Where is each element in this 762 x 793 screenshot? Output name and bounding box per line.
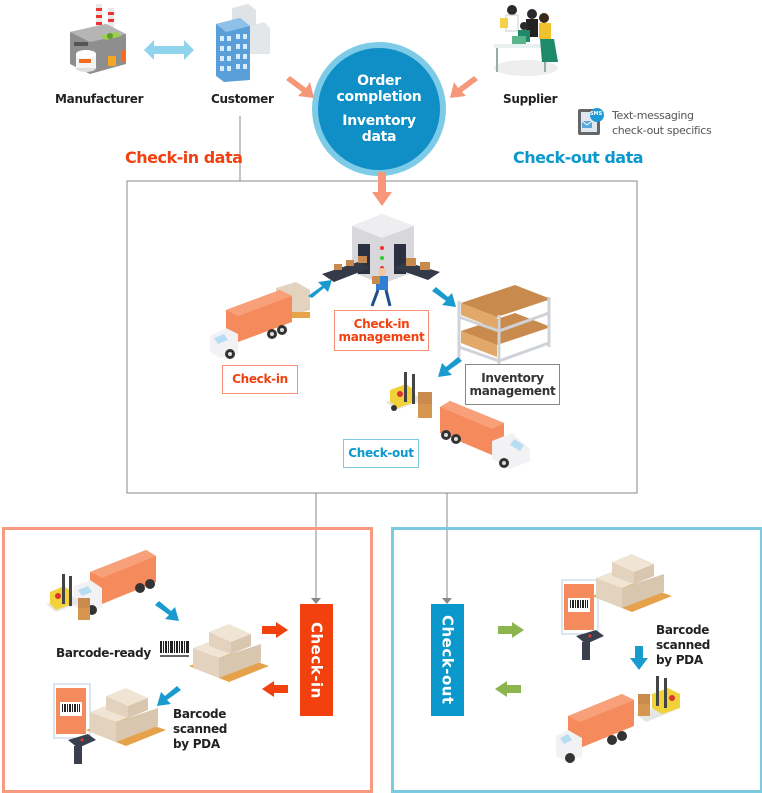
- truck-forklift-loading-icon: [556, 676, 680, 763]
- checkout-scanned-line2: scanned: [656, 638, 711, 652]
- hub-down-arrow-icon: [372, 172, 392, 206]
- flow-arrow-icon: [155, 601, 179, 621]
- checkin-connector-arrowhead: [311, 598, 321, 604]
- flow-arrow-icon: [438, 357, 462, 377]
- inventory-management-line1: Inventory: [481, 370, 544, 385]
- bidirectional-arrow-icon: [144, 40, 194, 60]
- hub-line-completion: completion: [336, 89, 422, 105]
- hub-line-inventory: Inventory: [342, 113, 416, 129]
- building-icon: [216, 4, 270, 82]
- factory-icon: [70, 4, 126, 74]
- hub-line-data: data: [361, 129, 397, 145]
- to-scan-arrow-icon: [498, 622, 524, 638]
- checkin-bar-label: Check-in: [307, 621, 326, 699]
- supplier-label: Supplier: [503, 92, 558, 106]
- checkout-label: Check-out: [348, 446, 414, 460]
- checkin-data-heading: Check-in data: [125, 148, 243, 167]
- checkout-scanned-line1: Barcode: [656, 623, 710, 637]
- sms-note-line1: Text-messaging: [612, 109, 694, 122]
- pallet-boxes-icon: [189, 624, 269, 682]
- inventory-management-box: Inventory management: [465, 364, 560, 405]
- checkin-management-box: Check-in management: [334, 310, 429, 351]
- scanning-gate-icon: [322, 214, 440, 307]
- checkin-scanned-line3: by PDA: [173, 737, 220, 751]
- pda-scanner-icon: [561, 579, 604, 660]
- to-checkin-arrow-icon: [262, 622, 288, 638]
- checkout-scanned-line3: by PDA: [656, 653, 703, 667]
- checkin-management-line1: Check-in: [353, 316, 410, 331]
- supplier-to-hub-arrow-icon: [450, 76, 478, 98]
- order-inventory-hub: Order completion Inventory data: [318, 48, 440, 170]
- checkin-label: Check-in: [232, 372, 288, 386]
- back-to-checkout-arrow-icon: [495, 681, 521, 697]
- checkin-management-line2: management: [338, 329, 425, 344]
- flow-arrow-icon: [308, 280, 332, 298]
- checkin-label-box: Check-in: [222, 365, 298, 394]
- checkin-truck-icon: [210, 282, 310, 359]
- checkout-bar-label: Check-out: [438, 615, 457, 705]
- pallet-boxes-icon: [592, 554, 672, 612]
- checkin-scanned-line1: Barcode: [173, 707, 227, 721]
- pallet-boxes-icon: [86, 688, 166, 746]
- sms-badge: SMS: [590, 111, 603, 117]
- flow-arrow-icon: [157, 686, 181, 706]
- checkin-bar: Check-in: [300, 604, 333, 716]
- flow-arrow-icon: [432, 287, 456, 307]
- from-checkin-arrow-icon: [262, 681, 288, 697]
- barcode-icon: [160, 641, 189, 657]
- checkout-panel: [391, 527, 762, 793]
- sms-phone-icon: [578, 108, 604, 135]
- checkout-truck-icon: [440, 401, 530, 469]
- checkout-scanned-label: Barcode scanned by PDA: [656, 623, 710, 668]
- sms-note-text: Text-messaging check-out specifics: [612, 108, 712, 138]
- hub-line-order: Order: [357, 73, 401, 89]
- checkout-label-box: Check-out: [343, 439, 419, 468]
- down-arrow-icon: [630, 646, 648, 670]
- storage-rack-icon: [457, 285, 551, 365]
- inventory-management-line2: management: [469, 383, 556, 398]
- forklift-truck-loading-icon: [46, 550, 156, 620]
- sms-note-line2: check-out specifics: [612, 124, 712, 137]
- supplier-team-icon: [494, 5, 558, 76]
- checkout-data-heading: Check-out data: [513, 148, 644, 167]
- manufacturer-label: Manufacturer: [55, 92, 144, 106]
- checkout-bar: Check-out: [431, 604, 464, 716]
- pda-scanner-icon: [53, 683, 96, 764]
- checkin-scanned-label: Barcode scanned by PDA: [173, 707, 227, 752]
- forklift-icon: [386, 372, 432, 418]
- customer-label: Customer: [211, 92, 274, 106]
- checkout-connector-arrowhead: [442, 598, 452, 604]
- checkin-scanned-line2: scanned: [173, 722, 228, 736]
- checkin-panel: [2, 527, 373, 793]
- customer-to-hub-arrow-icon: [286, 76, 314, 98]
- barcode-ready-label: Barcode-ready: [56, 646, 151, 660]
